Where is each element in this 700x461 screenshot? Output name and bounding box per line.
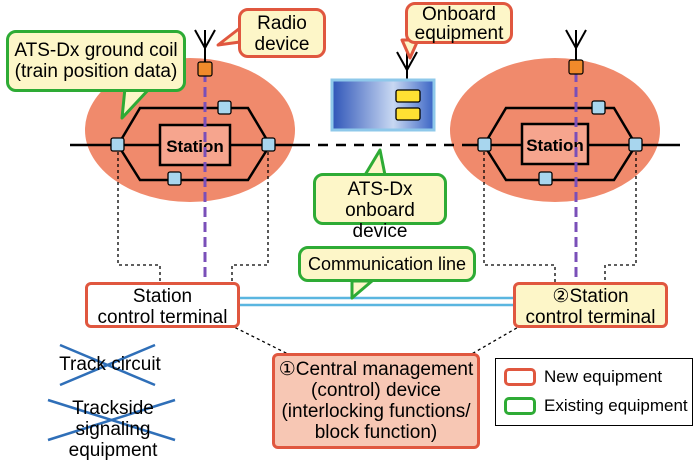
right-station-terminal: ②Station control terminal xyxy=(513,282,668,328)
comm-line-callout-tail xyxy=(350,279,374,300)
central-line-3: (interlocking functions/ xyxy=(281,401,471,422)
left-track-loop xyxy=(116,106,272,182)
onboard-unit-bottom xyxy=(395,107,421,121)
legend-existing-row: Existing equipment xyxy=(504,396,688,416)
right-terminal-line-1: ②Station xyxy=(552,286,629,307)
central-line-2: (control) device xyxy=(311,380,441,401)
comm-line-label: Communication line xyxy=(307,254,467,274)
track-circuit-label: Track circuit xyxy=(59,354,161,375)
comm-line-callout: Communication line xyxy=(298,246,476,282)
ground-coil-line-2: (train position data) xyxy=(14,61,178,82)
right-station-building xyxy=(520,122,590,166)
left-station-terminal: Station control terminal xyxy=(85,282,240,328)
right-station-label: Station xyxy=(526,136,584,155)
trackside-line-2: equipment xyxy=(68,440,158,461)
onboard-unit-top xyxy=(395,89,421,103)
left-terminal-line-1: Station xyxy=(132,286,193,307)
radio-callout-tail xyxy=(216,26,242,47)
legend-existing-swatch xyxy=(504,397,536,415)
right-antenna-icon xyxy=(565,29,587,62)
central-line-4: block function) xyxy=(314,422,438,443)
radio-callout: Radio device xyxy=(238,8,326,58)
central-management-device: ①Central management (control) device (in… xyxy=(272,353,480,449)
left-ground-coils xyxy=(110,100,276,186)
left-station-label: Station xyxy=(166,137,224,156)
onboard-device-callout-tail xyxy=(363,148,387,177)
right-radio-device xyxy=(568,59,584,75)
trackside-equipment-label: Trackside signaling equipment xyxy=(38,398,188,461)
train-vehicle xyxy=(330,78,436,132)
left-antenna-icon xyxy=(194,29,216,62)
removed-cross-marks xyxy=(47,343,176,442)
onboard-equipment-line-1: Onboard xyxy=(422,4,496,25)
radio-line-2: device xyxy=(254,34,310,55)
onboard-antenna-icon xyxy=(396,51,418,82)
radio-line-1: Radio xyxy=(257,13,307,34)
right-ground-coils xyxy=(477,100,643,186)
legend-new-row: New equipment xyxy=(504,367,662,387)
legend-new-label: New equipment xyxy=(544,367,663,386)
trackside-line-1: Trackside signaling xyxy=(72,398,154,440)
right-track-loop xyxy=(482,106,638,182)
onboard-device-line-1: ATS-Dx xyxy=(347,179,413,200)
legend: New equipment Existing equipment xyxy=(495,358,693,426)
legend-new-swatch xyxy=(504,368,536,386)
right-terminal-line-2: control terminal xyxy=(525,307,656,328)
left-radio-device xyxy=(197,61,213,77)
onboard-equipment-line-2: equipment xyxy=(414,23,504,44)
left-terminal-line-2: control terminal xyxy=(97,307,228,328)
onboard-equipment-callout: Onboard equipment xyxy=(405,2,513,44)
onboard-device-line-2: onboard device xyxy=(345,200,415,242)
legend-existing-label: Existing equipment xyxy=(544,396,688,415)
coil-cables xyxy=(117,152,637,356)
ground-coil-callout: ATS-Dx ground coil (train position data) xyxy=(6,30,186,92)
central-line-1: ①Central management xyxy=(278,359,474,380)
onboard-device-callout: ATS-Dx onboard device xyxy=(313,173,447,242)
ground-coil-line-1: ATS-Dx ground coil xyxy=(14,40,178,61)
left-station-building xyxy=(158,123,232,167)
